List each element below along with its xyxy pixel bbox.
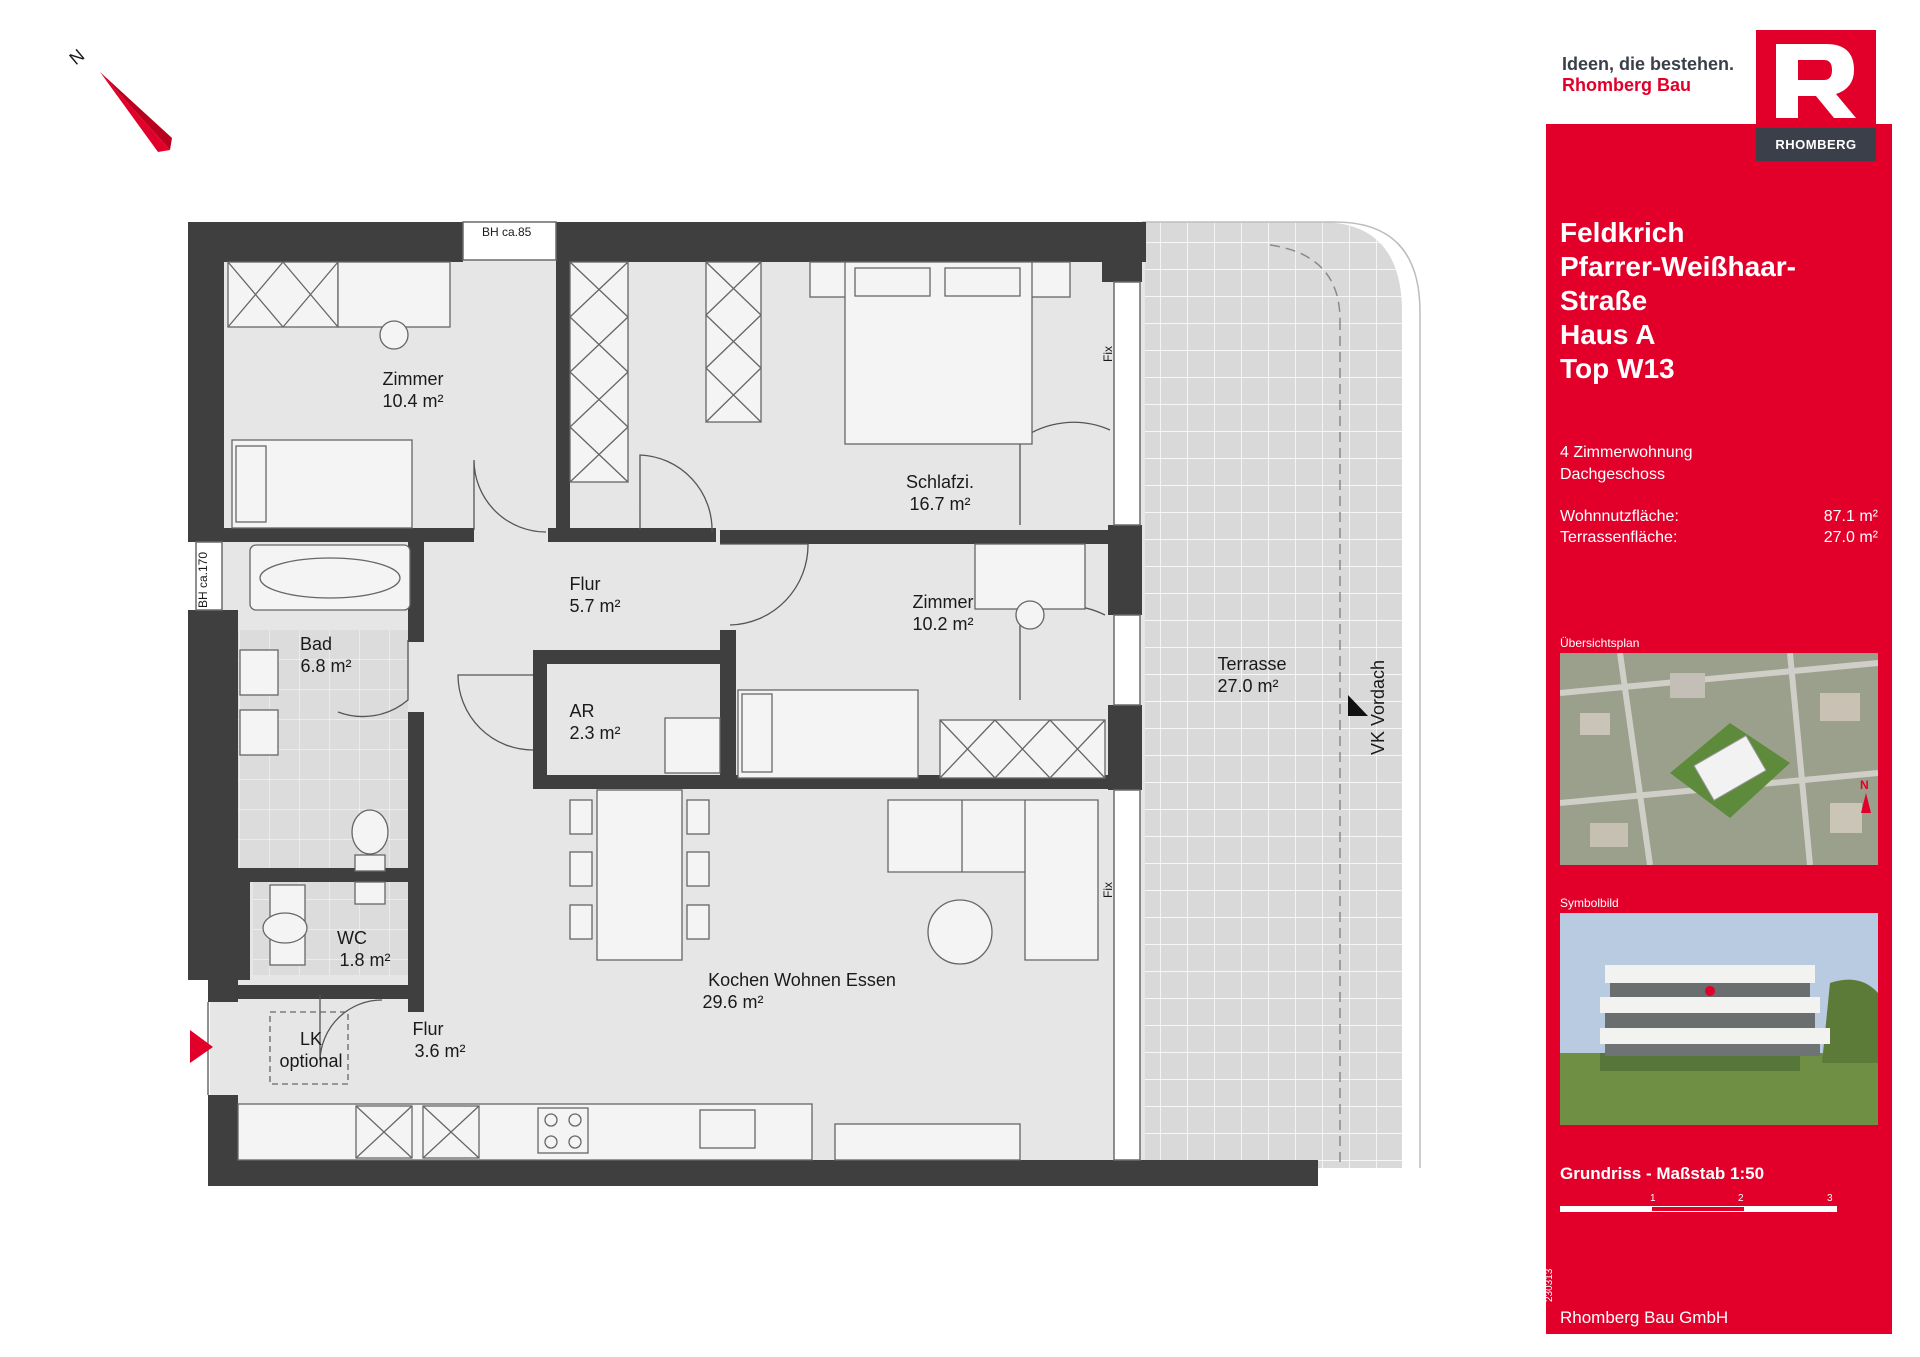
scale-bar: 1 2 3	[1560, 1192, 1880, 1227]
vordach-label: VK Vordach	[1368, 660, 1388, 755]
terrace	[1142, 221, 1421, 1168]
logo-wordmark: RHOMBERG	[1756, 128, 1876, 161]
room-bad-area: 6.8 m²	[300, 656, 351, 676]
symbol-caption: Symbolbild	[1560, 896, 1619, 910]
room-schlafzi-area: 16.7 m²	[909, 494, 970, 514]
room-labels: Zimmer 10.4 m² Schlafzi. 16.7 m² Flur 5.…	[279, 369, 1286, 1071]
project-title: Feldkrich Pfarrer-Weißhaar- Straße Haus …	[1560, 216, 1796, 386]
room-flur-2-name: Flur	[413, 1019, 444, 1039]
compass-north-letter: N	[65, 45, 88, 69]
vordach-marker-icon	[1348, 695, 1368, 716]
window-height-label-bad: BH ca.170	[196, 552, 210, 608]
furniture	[227, 261, 1106, 1161]
area-value-terrace: 27.0 m²	[1823, 529, 1878, 546]
scale-tick-label: 1	[1650, 1193, 1656, 1204]
room-terrasse-area: 27.0 m²	[1217, 676, 1278, 696]
project-title-line: Haus A	[1560, 319, 1656, 350]
room-lk-area: optional	[279, 1051, 342, 1071]
overview-map-image: N	[1560, 653, 1878, 865]
room-flur-2-area: 3.6 m²	[414, 1041, 465, 1061]
room-zimmer-1-name: Zimmer	[383, 369, 444, 389]
room-ar-area: 2.3 m²	[569, 723, 620, 743]
room-zimmer-2-area: 10.2 m²	[912, 614, 973, 634]
room-bad-name: Bad	[300, 634, 332, 654]
unit-type: 4 Zimmerwohnung	[1560, 444, 1693, 461]
room-zimmer-1-area: 10.4 m²	[382, 391, 443, 411]
plan-number: 230313	[1544, 1268, 1555, 1302]
company-name: Rhomberg Bau GmbH	[1560, 1308, 1729, 1327]
room-wc-area: 1.8 m²	[339, 950, 390, 970]
room-lk-name: LK	[300, 1029, 322, 1049]
area-label-living: Wohnnutzfläche:	[1560, 508, 1679, 525]
room-terrasse-name: Terrasse	[1217, 654, 1286, 674]
unit-floor: Dachgeschoss	[1560, 466, 1665, 483]
windows	[195, 221, 1141, 1161]
project-title-line: Feldkrich	[1560, 217, 1685, 248]
scale-tick-label: 3	[1827, 1193, 1833, 1204]
area-value-living: 87.1 m²	[1823, 508, 1878, 525]
area-label-terrace: Terrassenfläche:	[1560, 529, 1678, 546]
room-schlafzi-name: Schlafzi.	[906, 472, 974, 492]
rhomberg-logo: RHOMBERG	[1756, 30, 1876, 161]
overview-caption: Übersichtsplan	[1560, 636, 1640, 650]
project-title-line: Pfarrer-Weißhaar-	[1560, 251, 1797, 282]
fixed-window-label-2: Fix	[1101, 882, 1115, 898]
room-flur-1-area: 5.7 m²	[569, 596, 620, 616]
walls	[188, 222, 1318, 1186]
entrance-arrow-icon	[190, 1030, 213, 1063]
window-height-label: BH ca.85	[482, 225, 532, 239]
project-title-line: Straße	[1560, 285, 1648, 316]
floor-plan: N	[65, 45, 1421, 1186]
room-kwe-area: 29.6 m²	[702, 992, 763, 1012]
project-title-line: Top W13	[1560, 353, 1675, 384]
building-rendering-image	[1560, 913, 1878, 1125]
room-flur-1-name: Flur	[570, 574, 601, 594]
scale-tick-label: 2	[1738, 1193, 1744, 1204]
north-letter: N	[1860, 778, 1869, 792]
room-wc-name: WC	[337, 928, 367, 948]
room-ar-name: AR	[569, 701, 594, 721]
tagline: Ideen, die bestehen. Rhomberg Bau	[1562, 54, 1734, 96]
compass: N	[65, 45, 172, 152]
tagline-line-2: Rhomberg Bau	[1562, 75, 1692, 95]
info-panel: Feldkrich Pfarrer-Weißhaar- Straße Haus …	[1544, 124, 1892, 1334]
fixed-window-label: Fix	[1101, 346, 1115, 362]
scale-title: Grundriss - Maßstab 1:50	[1560, 1164, 1765, 1183]
tagline-line-1: Ideen, die bestehen.	[1562, 54, 1735, 74]
room-kwe-name: Kochen Wohnen Essen	[708, 970, 896, 990]
room-zimmer-2-name: Zimmer	[913, 592, 974, 612]
